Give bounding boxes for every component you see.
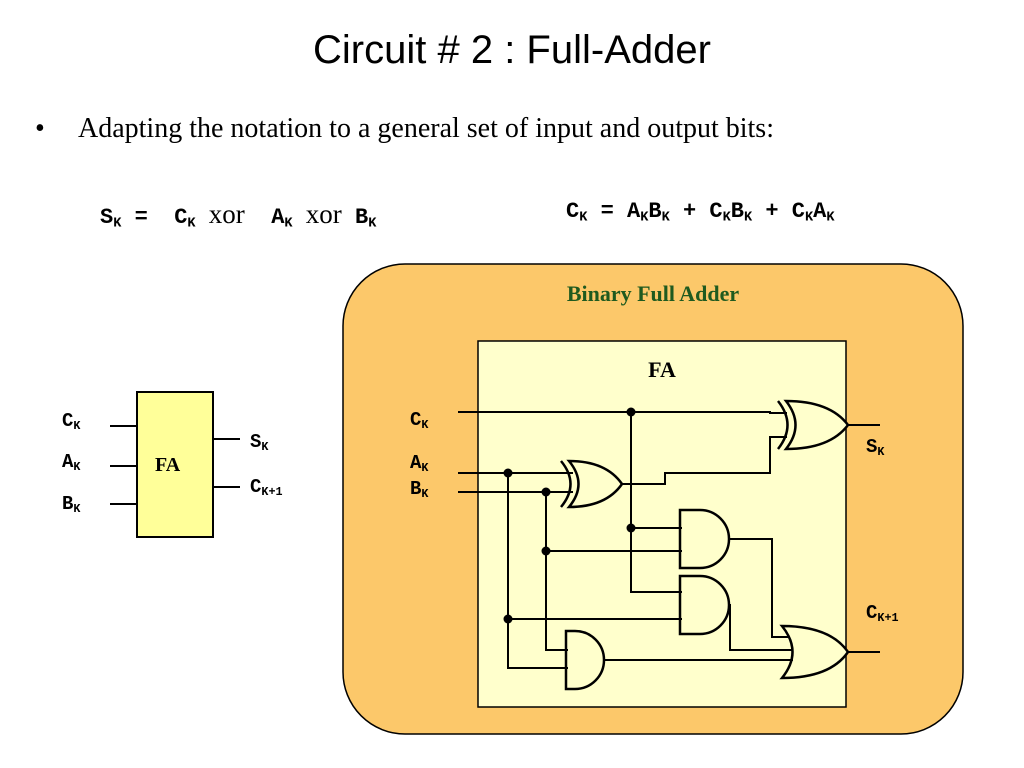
junction-dot <box>626 407 636 417</box>
xor-gate-sum-back-curve <box>777 400 789 450</box>
small-fa-output-sk: SK <box>250 431 269 454</box>
panel-title: Binary Full Adder <box>566 281 740 306</box>
small-fa-input-ak: AK <box>62 451 81 474</box>
carry-equation: CK = AKBK + CKBK + CKAK <box>566 199 835 226</box>
wire-and-top-to-or <box>729 538 788 638</box>
wire-ak-vertical <box>507 473 568 669</box>
wires <box>458 411 880 669</box>
small-fa-box <box>136 391 214 538</box>
junction-dot <box>503 614 513 624</box>
junction-dot <box>541 546 551 556</box>
bullet-text: Adapting the notation to a general set o… <box>78 113 774 144</box>
panel-input-ak: AK <box>410 452 429 475</box>
and-gate-bottom <box>564 629 606 691</box>
wire-xor-ab-out <box>622 436 787 485</box>
junction-dot <box>503 468 513 478</box>
xor-gate-ab <box>566 459 624 509</box>
panel-output-sk: SK <box>866 436 885 459</box>
slide-title: Circuit # 2 : Full-Adder <box>313 28 711 72</box>
wire-ck-vertical <box>630 412 682 593</box>
and-gate-middle <box>678 574 731 636</box>
sum-equation: SK = CK xor AK xor BK <box>100 199 377 232</box>
small-fa-input-ck: CK <box>62 410 81 433</box>
panel-output-ck1: CK+1 <box>866 602 899 625</box>
inner-fa-label: FA <box>648 357 676 382</box>
junction-dot <box>626 523 636 533</box>
xor-gate-ab-back-curve <box>560 460 572 508</box>
wire-ck-to-xor <box>458 411 787 414</box>
junction-dots <box>503 407 636 624</box>
or-gate-carry <box>779 624 850 680</box>
small-fa-output-ck1: CK+1 <box>250 476 283 499</box>
junction-dot <box>541 487 551 497</box>
and-gate-top <box>678 508 731 570</box>
panel-input-ck: CK <box>410 409 429 432</box>
inner-fa-box <box>477 340 847 708</box>
xor-gate-sum <box>783 399 850 451</box>
small-fa-label: FA <box>155 454 181 476</box>
wire-and-middle-to-or <box>729 604 793 651</box>
small-fa-input-bk: BK <box>62 493 81 516</box>
wire-bk-vertical <box>545 492 568 651</box>
panel-input-bk: BK <box>410 478 429 501</box>
small-fa-block <box>110 391 240 538</box>
bullet-symbol: • <box>35 113 45 144</box>
